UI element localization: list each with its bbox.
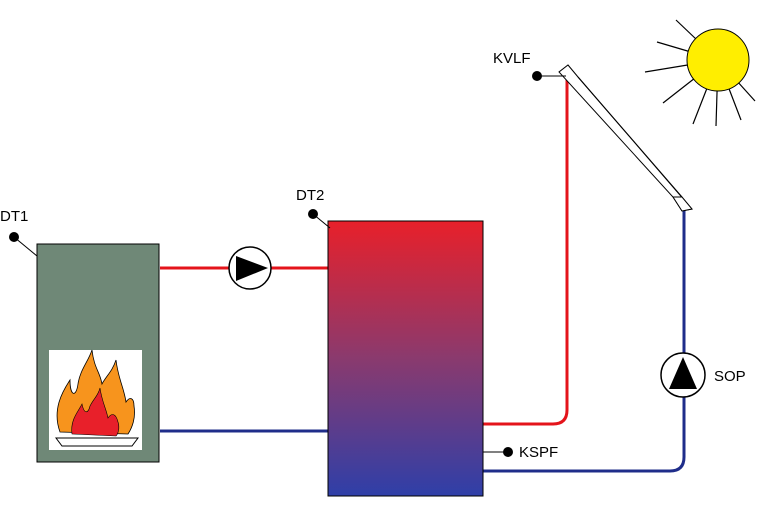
sensor-kvlf (532, 71, 566, 81)
label-dt2: DT2 (296, 187, 324, 204)
sensor-kspf (483, 447, 513, 457)
flame-icon (49, 349, 142, 450)
boiler (36, 243, 160, 463)
pump-icon (228, 246, 272, 290)
label-sop: SOP (714, 368, 746, 385)
sensor-dt1 (9, 232, 38, 257)
solar-pump-icon (660, 352, 706, 398)
collector-return-pipe (483, 208, 686, 473)
label-dt1: DT1 (0, 208, 28, 225)
solar-collector (558, 64, 693, 212)
label-kspf: KSPF (519, 444, 558, 461)
label-kvlf: KVLF (493, 50, 531, 67)
sun-icon (644, 19, 756, 127)
collector-flow-pipe (483, 78, 569, 426)
sensor-dt2 (308, 209, 331, 229)
storage-tank (327, 220, 484, 497)
